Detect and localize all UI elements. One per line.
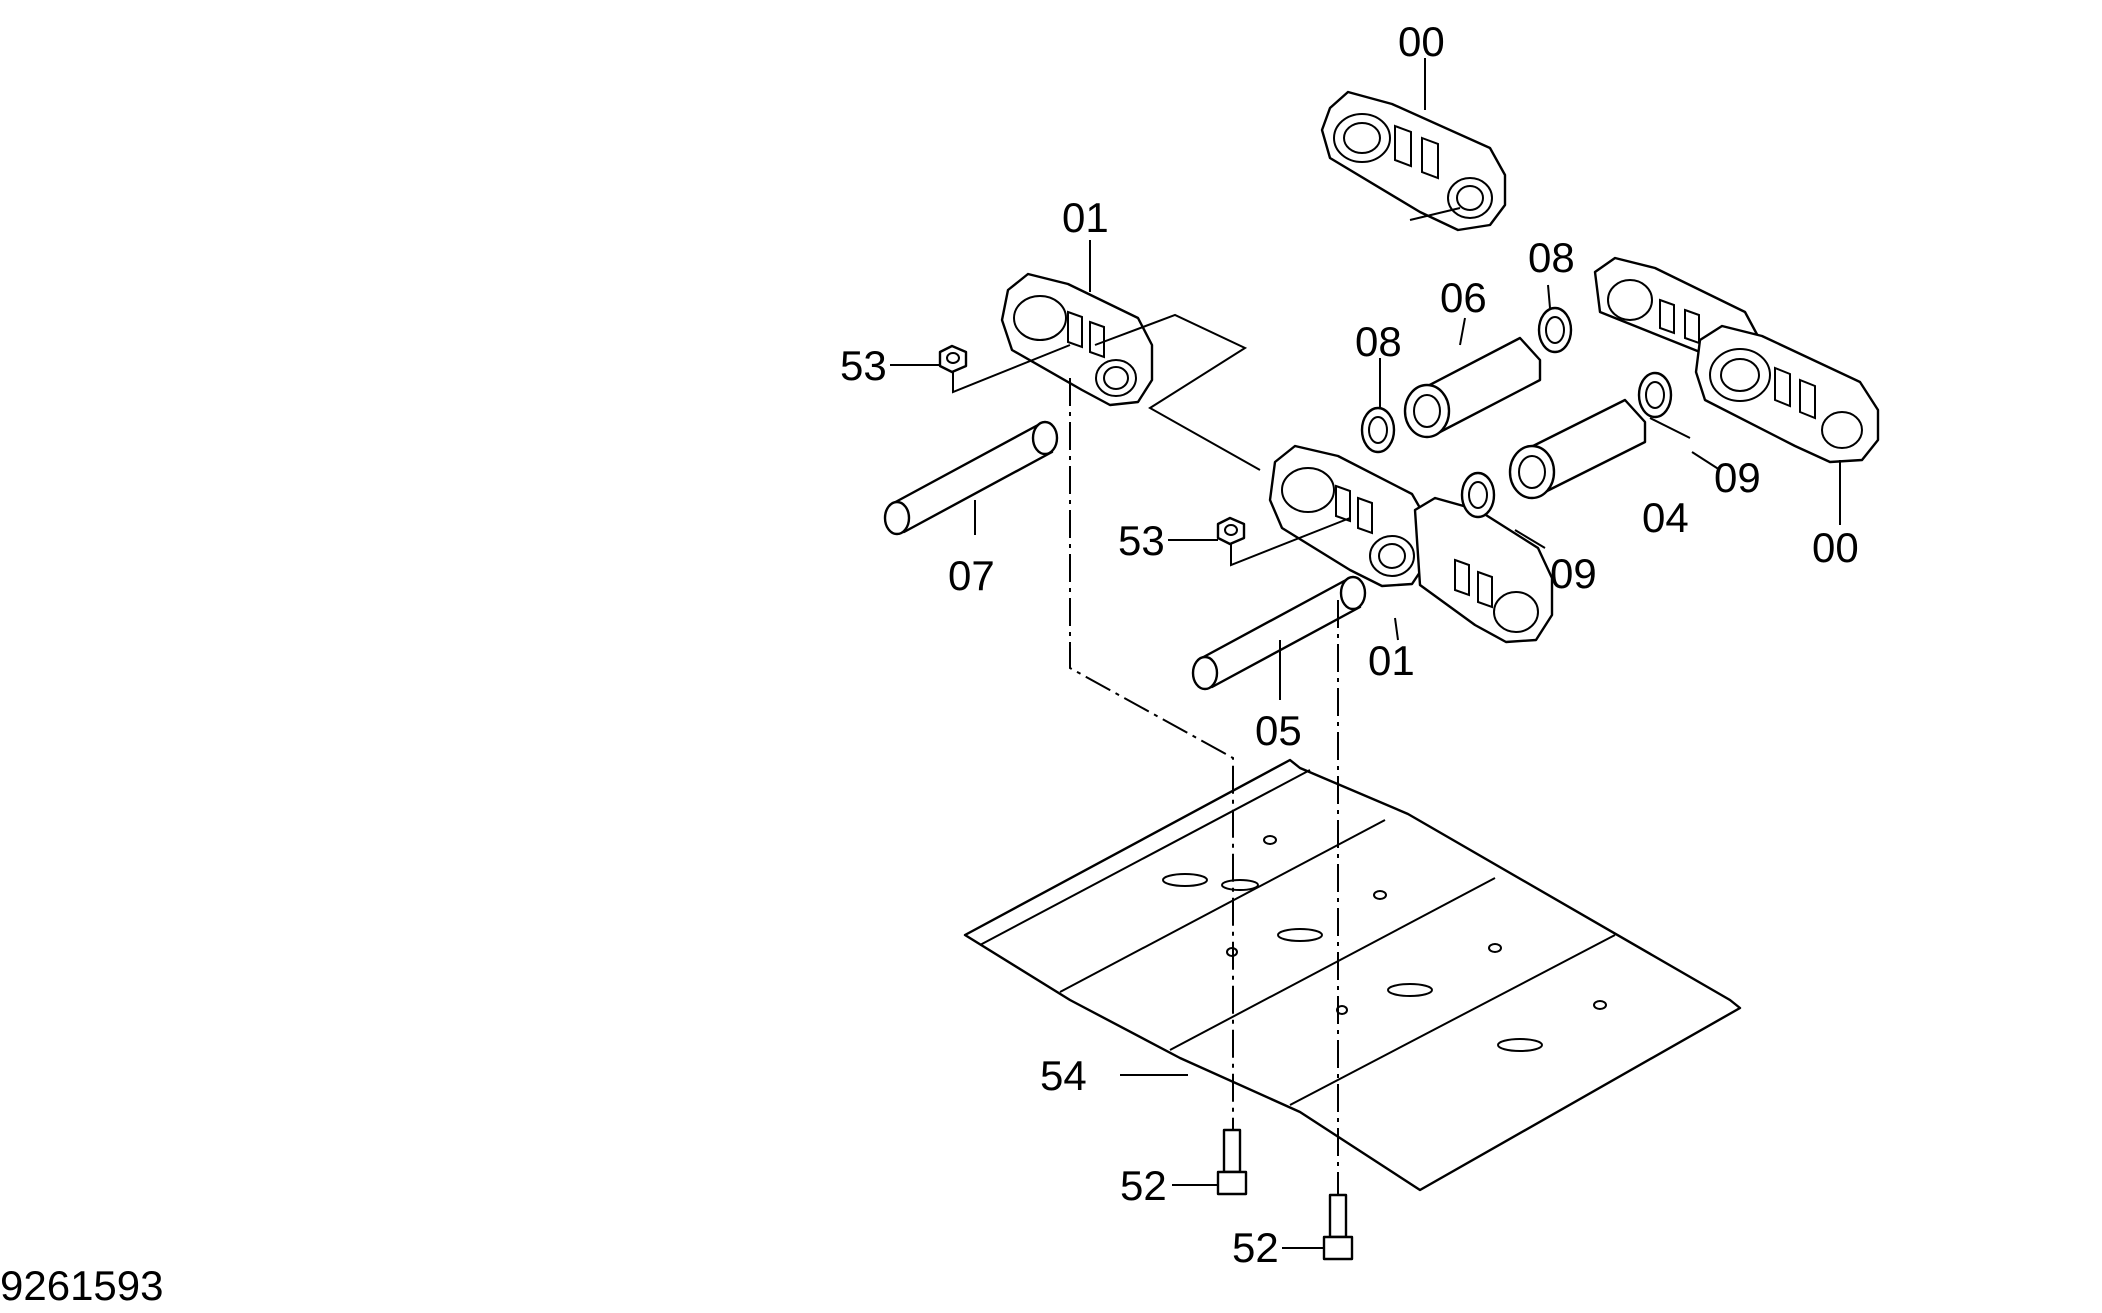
callout-bolt-left: 52	[1120, 1162, 1167, 1209]
callout-pin-upper: 07	[948, 552, 995, 599]
track-shoe	[963, 758, 1742, 1192]
hex-nut-upper	[938, 344, 968, 374]
callout-pin-lower: 05	[1255, 707, 1302, 754]
track-bolt-left	[1216, 1128, 1248, 1196]
bushing-upper	[1403, 336, 1542, 439]
seal-ring-lower-center	[1460, 471, 1496, 519]
bushing-lower	[1508, 398, 1647, 500]
callout-nut-lower: 53	[1118, 517, 1165, 564]
callout-link-center: 01	[1368, 637, 1415, 684]
callout-bushing-upper: 06	[1440, 274, 1487, 321]
callout-seal-upper-right: 08	[1528, 234, 1575, 281]
track-pin-upper	[883, 420, 1059, 536]
callout-seal-lower-center: 09	[1550, 550, 1597, 597]
track-link-right	[1593, 256, 1880, 464]
callout-seal-lower-right: 09	[1714, 454, 1761, 501]
callout-bushing-lower: 04	[1642, 494, 1689, 541]
callout-nut-upper: 53	[840, 342, 887, 389]
hex-nut-lower	[1216, 516, 1246, 546]
seal-ring-lower-right	[1637, 371, 1673, 419]
callout-seal-upper-left: 08	[1355, 318, 1402, 365]
callout-shoe: 54	[1040, 1052, 1087, 1099]
track-bolt-right	[1322, 1193, 1354, 1261]
track-pin-lower	[1191, 575, 1367, 691]
track-link-left-upper	[1000, 272, 1154, 407]
callout-bolt-right: 52	[1232, 1224, 1279, 1271]
seal-ring-upper-left	[1360, 406, 1396, 454]
callout-link-top: 00	[1398, 18, 1445, 65]
track-link-center	[1268, 444, 1554, 644]
track-link-top	[1320, 90, 1507, 232]
callout-link-left-upper: 01	[1062, 194, 1109, 241]
drawing-number: 9261593	[0, 1262, 164, 1309]
seal-ring-upper-right	[1537, 306, 1573, 354]
callout-link-right: 00	[1812, 524, 1859, 571]
